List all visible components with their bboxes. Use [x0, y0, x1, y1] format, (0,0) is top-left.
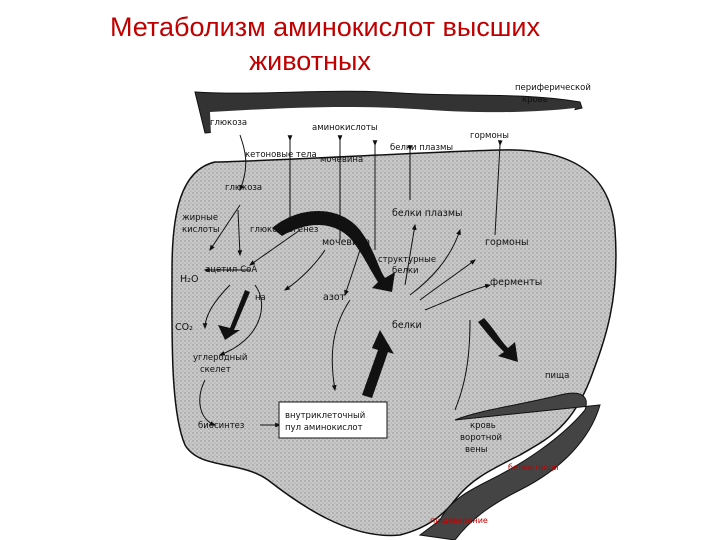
blood-vessel-lumen	[210, 106, 575, 161]
label-urea-top: мочевина	[320, 155, 363, 165]
label-h2o: H₂O	[180, 274, 198, 285]
label-portal-blood-1: кровь	[470, 421, 496, 431]
label-structural-proteins-1: структурные	[378, 255, 436, 265]
label-food: пища	[545, 371, 569, 381]
label-acetyl-coa: ацетил-CoA	[205, 265, 257, 275]
label-amino-acids: аминокислоты	[312, 123, 378, 133]
page-title: Метаболизм аминокислот высших животных	[0, 10, 720, 78]
label-plasma-proteins: белки плазмы	[392, 208, 463, 219]
label-carbon-skeleton-1: углеродный	[193, 353, 247, 363]
label-food-proteins: белки пищи	[508, 463, 559, 472]
label-hormones: гормоны	[485, 237, 529, 248]
label-ketone-bodies: кетоновые тела	[245, 150, 317, 160]
liver-cell-body	[171, 149, 617, 537]
label-biosynthesis: биосинтез	[198, 421, 245, 431]
label-carbon-prefix: на	[255, 293, 266, 303]
label-digestion: пищеварение	[430, 516, 488, 525]
label-co2: CO₂	[175, 322, 193, 333]
intracellular-pool-box	[278, 401, 388, 439]
label-fatty-acids-1: жирные	[182, 213, 218, 223]
label-pool-1: внутриклеточный	[285, 411, 365, 421]
label-pool-2: пул аминокислот	[285, 423, 363, 433]
bold-arrows	[218, 210, 518, 398]
label-urea: мочевина	[322, 237, 370, 248]
title-line-1: Метаболизм аминокислот высших	[110, 12, 540, 42]
label-proteins: белки	[392, 320, 422, 331]
label-enzymes: ферменты	[490, 277, 542, 288]
label-structural-proteins-2: белки	[392, 266, 419, 276]
label-plasma-proteins-top: белки плазмы	[390, 143, 453, 153]
label-nitrogen: азот	[323, 292, 346, 303]
portal-vein	[418, 392, 601, 540]
label-carbon-skeleton-2: скелет	[200, 365, 231, 375]
connection-lines	[199, 134, 503, 428]
label-glucose-blood: глюкоза	[210, 118, 247, 128]
label-portal-blood-2: воротной	[460, 433, 502, 443]
label-fatty-acids-2: кислоты	[182, 225, 220, 235]
peripheral-blood-label-2: кровь	[522, 95, 548, 105]
label-hormones-top: гормоны	[470, 131, 509, 141]
title-line-2: животных	[249, 46, 371, 76]
peripheral-blood-label-1: периферической	[515, 83, 591, 93]
label-portal-blood-3: вены	[465, 445, 488, 455]
label-glucose: глюкоза	[225, 183, 262, 193]
label-gluconeogenesis: глюконеогенез	[250, 225, 319, 235]
